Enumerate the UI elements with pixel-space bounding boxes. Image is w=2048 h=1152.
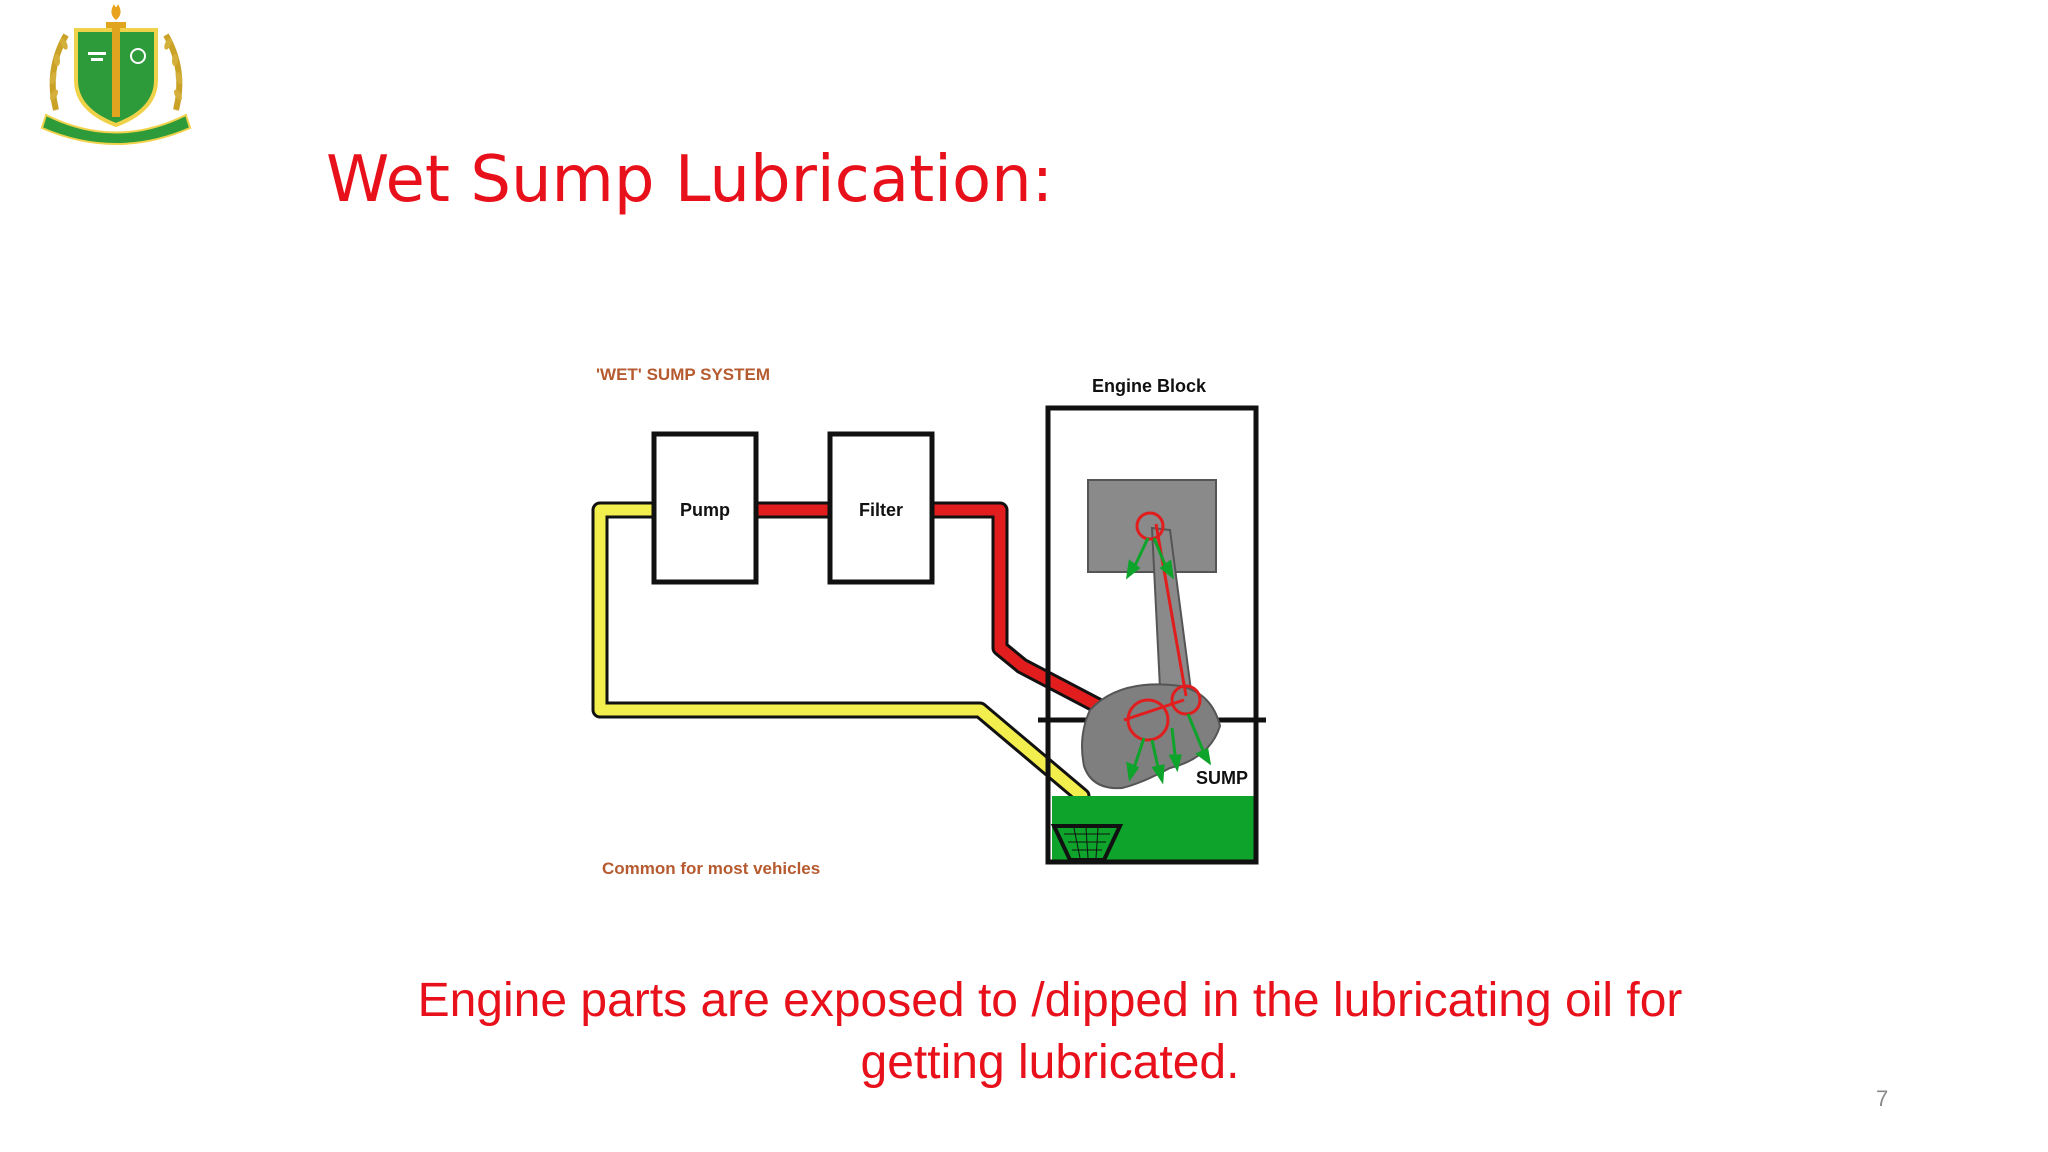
- filter-box: Filter: [827, 431, 935, 585]
- caption-line-1: Engine parts are exposed to /dipped in t…: [417, 974, 1683, 1027]
- diagram-canvas: 'WET' SUMP SYSTEM Common for most vehicl…: [591, 365, 1266, 878]
- pump-box: Pump: [651, 431, 759, 585]
- page-number: 7: [1876, 1086, 1889, 1111]
- system-label: 'WET' SUMP SYSTEM: [596, 365, 770, 384]
- wet-sump-diagram: 'WET' SUMP SYSTEM Common for most vehicl…: [380, 348, 1280, 888]
- caption-line-2: getting lubricated.: [860, 1036, 1240, 1089]
- university-logo: [36, 0, 196, 150]
- footer-label: Common for most vehicles: [602, 859, 820, 878]
- engine-block-label: Engine Block: [1092, 376, 1207, 396]
- pump-label: Pump: [680, 500, 730, 520]
- slide-title: Wet Sump Lubrication:: [326, 143, 1054, 217]
- slide-caption: Engine parts are exposed to /dipped in t…: [300, 970, 1800, 1094]
- oil-spray-arrows: [1125, 537, 1212, 785]
- filter-label: Filter: [859, 500, 903, 520]
- pressure-line: [756, 501, 1129, 728]
- oil-strainer: [1050, 824, 1124, 862]
- logo-emblem: [40, 4, 192, 145]
- piston: [1087, 479, 1217, 573]
- engine-block: SUMP: [1038, 405, 1266, 865]
- sump-label: SUMP: [1196, 768, 1248, 788]
